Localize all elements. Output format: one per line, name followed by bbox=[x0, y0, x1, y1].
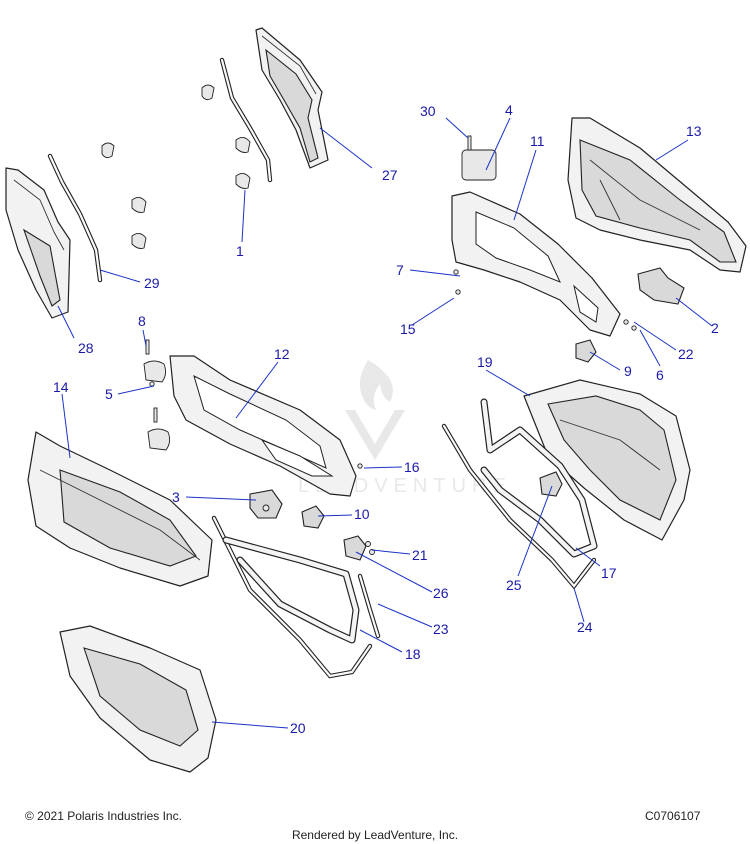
copyright-text: © 2021 Polaris Industries Inc. bbox=[25, 809, 182, 823]
part-27-upper-door-panel bbox=[255, 27, 329, 169]
callout-22[interactable]: 22 bbox=[678, 346, 694, 362]
part-1-seal-strip bbox=[201, 57, 273, 189]
callout-10[interactable]: 10 bbox=[354, 506, 370, 522]
leader-lines bbox=[57, 117, 713, 729]
part-24-seal-strip bbox=[441, 423, 597, 590]
part-17-right-tube-frame bbox=[480, 398, 598, 558]
part-25-hinge bbox=[539, 471, 563, 497]
small-hardware bbox=[145, 135, 637, 469]
callout-12[interactable]: 12 bbox=[274, 346, 290, 362]
callout-21[interactable]: 21 bbox=[412, 547, 428, 563]
callout-30[interactable]: 30 bbox=[420, 103, 436, 119]
part-13-right-upper-panel bbox=[567, 117, 747, 273]
part-12-left-door-frame bbox=[143, 355, 357, 497]
diagram-code: C0706107 bbox=[645, 809, 701, 823]
callout-18[interactable]: 18 bbox=[405, 646, 421, 662]
callout-11[interactable]: 11 bbox=[530, 133, 545, 149]
part-11-right-door-frame bbox=[451, 149, 621, 337]
callout-26[interactable]: 26 bbox=[433, 585, 449, 601]
callouts: 1 2 3 4 5 6 7 8 9 10 11 12 13 14 15 16 1… bbox=[53, 102, 719, 736]
callout-9[interactable]: 9 bbox=[624, 363, 632, 379]
rendered-by-text: Rendered by LeadVenture, Inc. bbox=[291, 828, 459, 842]
part-29-seal-strip bbox=[47, 142, 147, 283]
callout-13[interactable]: 13 bbox=[686, 123, 702, 139]
callout-17[interactable]: 17 bbox=[601, 565, 617, 581]
callout-2[interactable]: 2 bbox=[711, 320, 719, 336]
part-19-right-inner-panel bbox=[523, 379, 691, 541]
callout-24[interactable]: 24 bbox=[577, 619, 593, 635]
callout-25[interactable]: 25 bbox=[506, 577, 522, 593]
callout-20[interactable]: 20 bbox=[290, 720, 306, 736]
callout-19[interactable]: 19 bbox=[477, 354, 493, 370]
part-10-bracket bbox=[301, 505, 325, 529]
callout-15[interactable]: 15 bbox=[400, 321, 416, 337]
callout-5[interactable]: 5 bbox=[105, 386, 113, 402]
part-18-left-tube-frame bbox=[211, 515, 373, 679]
part-2-latch bbox=[637, 267, 685, 305]
part-9-bracket bbox=[575, 339, 597, 363]
part-21-26-hinge-hardware bbox=[343, 535, 375, 561]
callout-8[interactable]: 8 bbox=[138, 313, 146, 329]
callout-16[interactable]: 16 bbox=[404, 459, 420, 475]
callout-1[interactable]: 1 bbox=[236, 243, 244, 259]
callout-23[interactable]: 23 bbox=[433, 621, 449, 637]
part-28-left-upper-panel bbox=[5, 167, 71, 319]
part-23-seal-strip bbox=[357, 573, 381, 639]
callout-3[interactable]: 3 bbox=[172, 489, 180, 505]
callout-7[interactable]: 7 bbox=[396, 262, 404, 278]
callout-4[interactable]: 4 bbox=[505, 102, 513, 118]
callout-28[interactable]: 28 bbox=[78, 340, 94, 356]
part-20-left-inner-panel bbox=[59, 625, 217, 773]
callout-29[interactable]: 29 bbox=[144, 275, 160, 291]
callout-14[interactable]: 14 bbox=[53, 379, 69, 395]
part-3-latch bbox=[249, 489, 283, 519]
callout-6[interactable]: 6 bbox=[656, 367, 664, 383]
part-14-left-lower-panel bbox=[27, 431, 213, 587]
callout-27[interactable]: 27 bbox=[382, 167, 398, 183]
